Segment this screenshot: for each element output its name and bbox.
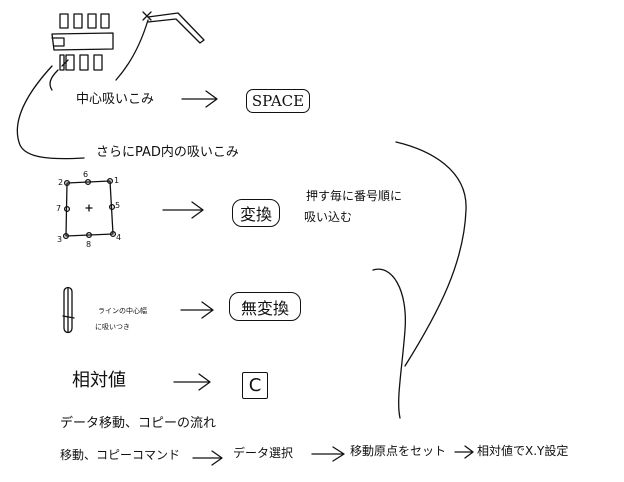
pad-number-6: 6 xyxy=(83,170,89,179)
pad-number-7: 7 xyxy=(56,204,62,213)
relative-label: 相対値 xyxy=(72,370,126,391)
chip-bottom-pads xyxy=(59,54,103,71)
arrow-2 xyxy=(162,201,204,219)
connector-curve-right-1 xyxy=(395,141,467,367)
chip-top-pads xyxy=(59,13,110,29)
arrow-3 xyxy=(180,301,214,319)
c-key: C xyxy=(242,372,268,399)
connector-curve-right-2 xyxy=(372,268,406,419)
muhenkan-key-label: 無変換 xyxy=(240,298,289,318)
arrow-6 xyxy=(311,446,345,462)
arrow-5 xyxy=(192,450,223,466)
pad-number-8: 8 xyxy=(86,240,92,249)
pad-square xyxy=(62,177,117,240)
flow-item-relative-xy: 相対値でX.Y設定 xyxy=(477,444,569,458)
pad-suck-label: さらにPAD内の吸いこみ xyxy=(96,145,239,160)
center-suck-label: 中心吸いこみ xyxy=(76,92,155,107)
pad-number-2: 2 xyxy=(58,178,64,187)
flow-item-data-select: データ選択 xyxy=(233,446,294,460)
flow-item-set-origin: 移動原点をセット xyxy=(350,444,447,458)
flow-item-copy-command: 移動、コピーコマンド xyxy=(60,448,181,462)
line-slot-sketch xyxy=(62,286,75,334)
space-key: SPACE xyxy=(246,89,310,113)
cursor-mark xyxy=(49,59,69,91)
henkan-key: 変換 xyxy=(232,199,280,227)
line-note-line2: に吸いつき xyxy=(95,323,130,331)
chip-body xyxy=(51,32,114,51)
muhenkan-key: 無変換 xyxy=(229,292,301,321)
pad-number-5: 5 xyxy=(115,201,121,210)
pad-number-3: 3 xyxy=(57,235,63,244)
arrow-7 xyxy=(454,445,474,459)
pad-number-4: 4 xyxy=(116,233,122,242)
flow-title: データ移動、コピーの流れ xyxy=(60,416,217,431)
arrow-1 xyxy=(181,90,218,108)
space-key-label: SPACE xyxy=(251,92,305,110)
henkan-note-line1: 押す毎に番号順に xyxy=(306,189,403,203)
pad-number-1: 1 xyxy=(114,176,120,185)
henkan-note-line2: 吸い込む xyxy=(304,210,353,224)
c-key-label: C xyxy=(248,375,262,396)
connector-curve-left xyxy=(16,65,85,160)
arrow-4 xyxy=(173,373,211,391)
line-note-line1: ラインの中心幅 xyxy=(98,307,147,315)
probe-sketch xyxy=(115,11,205,81)
henkan-key-label: 変換 xyxy=(239,205,272,224)
